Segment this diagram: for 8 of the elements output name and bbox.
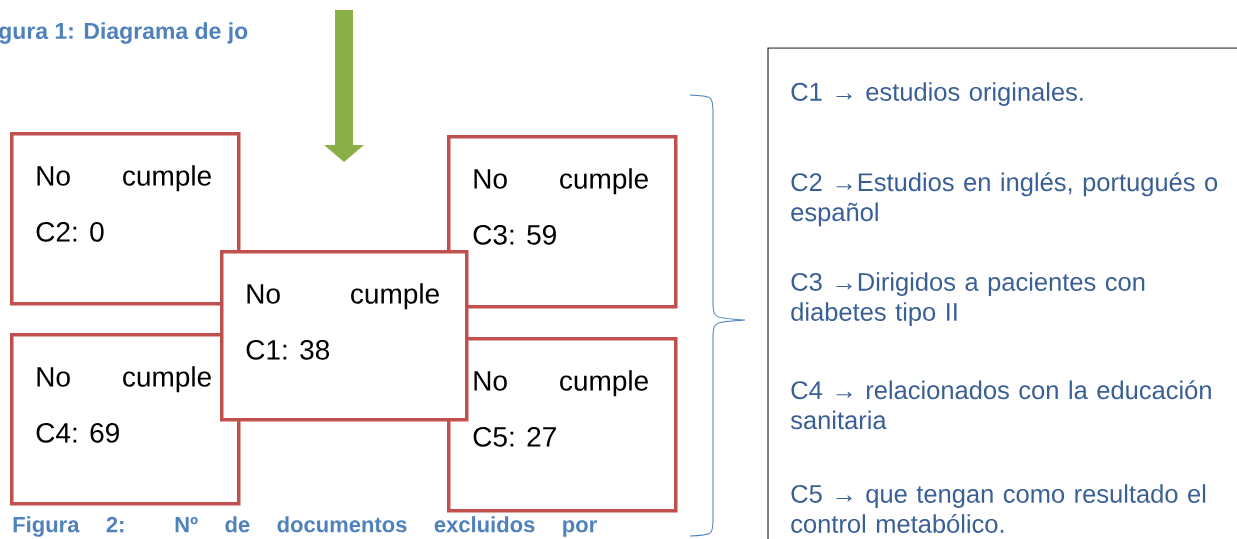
criterion-box: No cumple C5: 27 <box>447 337 678 513</box>
figure-caption: gura 1: Diagrama de jo <box>0 22 248 44</box>
figure-caption: Figura 2: Nº de documentos excluidos por <box>13 516 597 537</box>
criterion-box: No cumple C3: 59 <box>447 135 678 309</box>
criteria-box: C1 → estudios originales. C2 →Estudios en inglés, portugués o español C3 →Dirigidos a pacientes con diabetes tipo II C4 → relacionados con la educación sanitaria C5 → que tengan como resultado el control metabólico. <box>767 47 1237 539</box>
criterion-box: No cumple C4: 69 <box>10 333 241 506</box>
criterion-box: No cumple C1: 38 <box>220 250 469 422</box>
criterion-box: No cumple C2: 0 <box>10 132 241 306</box>
